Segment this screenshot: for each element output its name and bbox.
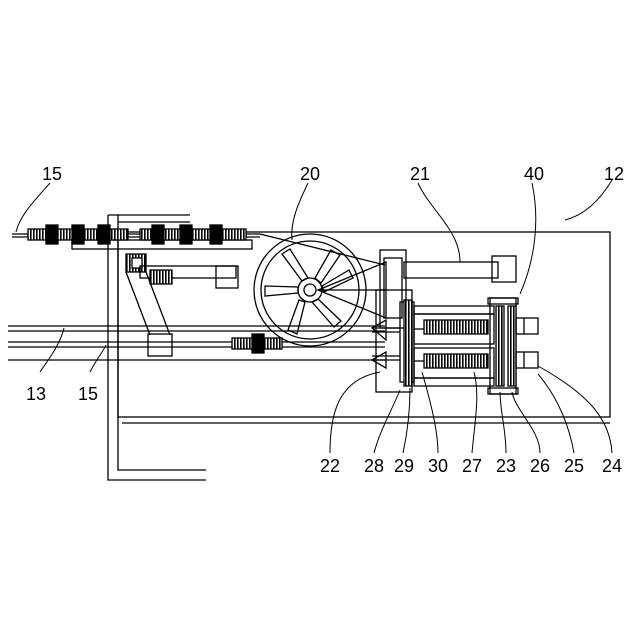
- clamp-housing: [372, 290, 414, 392]
- roller-pair-left: [28, 225, 128, 244]
- label-30: 30: [428, 456, 448, 476]
- label-21: 21: [410, 164, 430, 184]
- label-13: 13: [26, 384, 46, 404]
- label-26: 26: [530, 456, 550, 476]
- label-40: 40: [524, 164, 544, 184]
- spring-upper: [424, 320, 488, 334]
- bolt-heads: [516, 318, 538, 368]
- label-24: 24: [602, 456, 622, 476]
- label-20: 20: [300, 164, 320, 184]
- spring-cylinders: [414, 306, 494, 386]
- lower-roller: [232, 334, 282, 353]
- label-15-top: 15: [42, 164, 62, 184]
- upper-roller-assembly: [28, 225, 252, 249]
- spring-lower: [424, 354, 488, 368]
- end-plates: [488, 298, 518, 394]
- label-25: 25: [564, 456, 584, 476]
- cable-lines: [8, 234, 385, 360]
- label-29: 29: [394, 456, 414, 476]
- label-12: 12: [604, 164, 624, 184]
- leader-lines: [16, 180, 612, 453]
- label-28: 28: [364, 456, 384, 476]
- label-27: 27: [462, 456, 482, 476]
- label-22: 22: [320, 456, 340, 476]
- linkage-arm: [126, 254, 238, 356]
- label-23: 23: [496, 456, 516, 476]
- label-15-bottom: 15: [78, 384, 98, 404]
- reference-numerals: 15 20 21 40 12 13 15 22 28 29 30 27 23 2…: [26, 164, 624, 476]
- roller-pair-right: [140, 225, 246, 244]
- wheel-spokes: [265, 249, 353, 334]
